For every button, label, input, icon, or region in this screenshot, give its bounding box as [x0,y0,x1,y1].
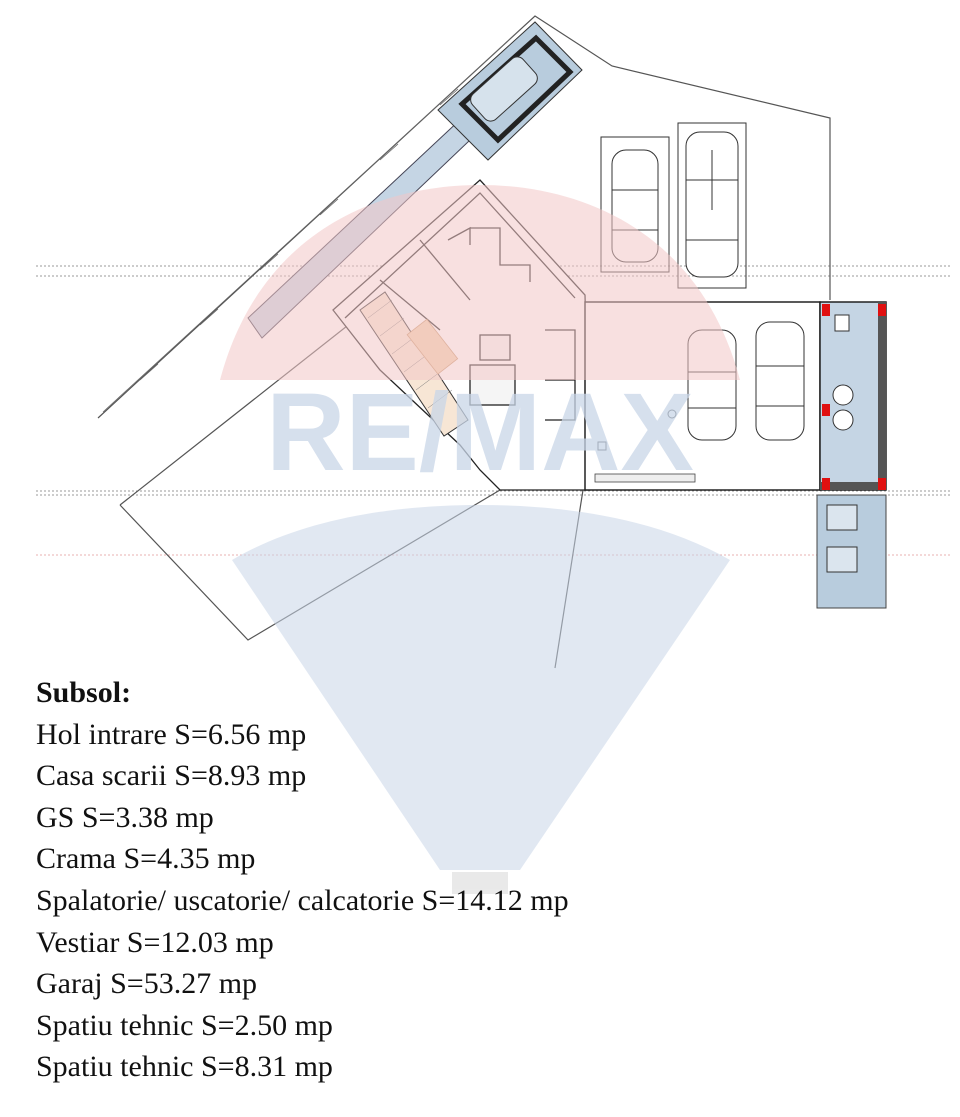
legend-title: Subsol: [36,676,132,709]
outdoor-parking [600,122,747,289]
legend-item-crama: Crama S=4.35 mp [36,842,256,876]
legend-item-garaj: Garaj S=53.27 mp [36,967,258,1001]
legend-item-gs: GS S=3.38 mp [36,800,214,834]
top-parking-bay [437,21,583,161]
legend-item-spatiu-tehnic-1: Spatiu tehnic S=2.50 mp [36,1008,333,1042]
garage [584,301,821,491]
technical-space [819,301,887,491]
legend-item-vestiar: Vestiar S=12.03 mp [36,925,274,959]
legend-item-spalatorie: Spalatorie/ uscatorie/ calcatorie S=14.1… [36,883,569,917]
legend-item-hol-intrare: Hol intrare S=6.56 mp [36,717,307,751]
legend-item-spatiu-tehnic-2: Spatiu tehnic S=8.31 mp [36,1050,333,1084]
floor-plan [36,15,952,669]
area-legend: Subsol: Hol intrare S=6.56 mp Casa scari… [36,672,936,1088]
annex-blue [816,494,887,609]
legend-item-casa-scarii: Casa scarii S=8.93 mp [36,759,307,793]
